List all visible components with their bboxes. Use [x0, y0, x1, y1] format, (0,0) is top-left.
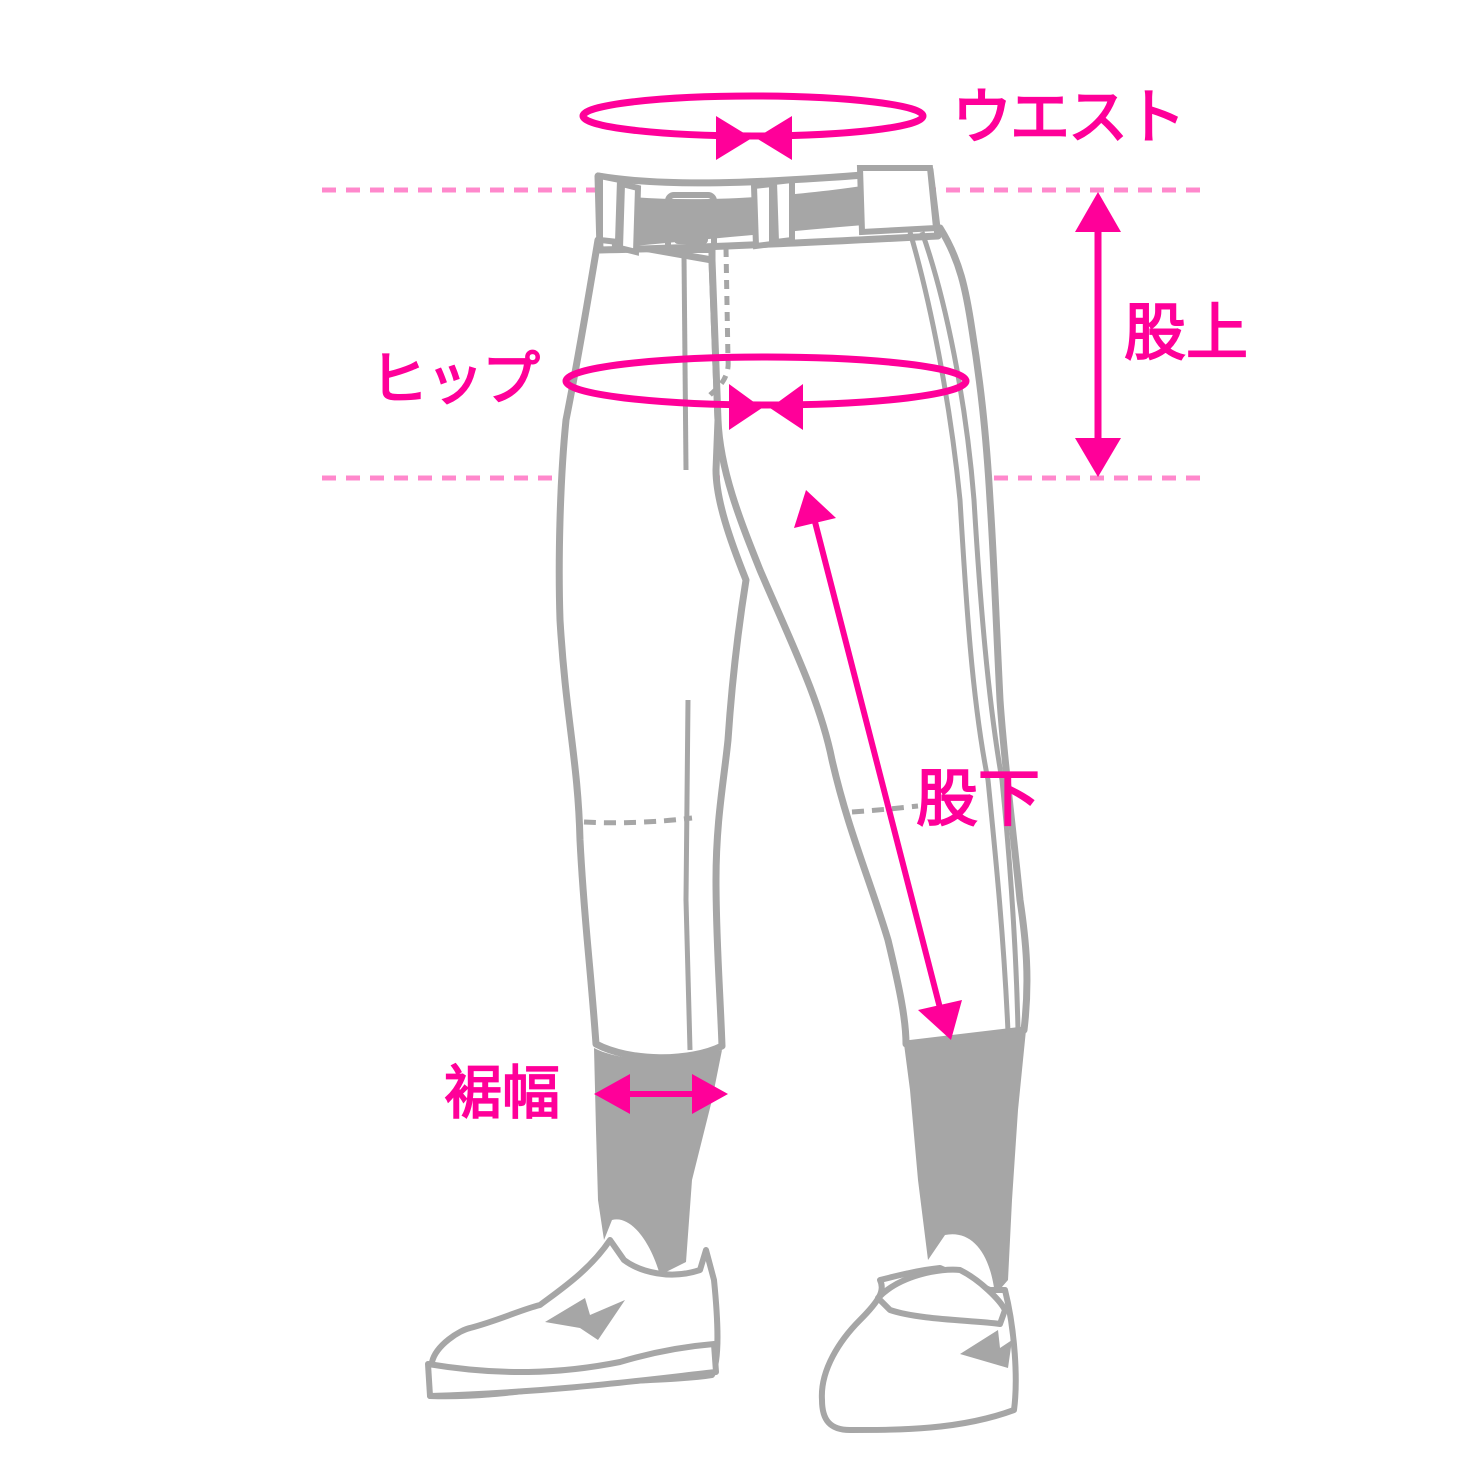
left-shoe: [425, 1237, 721, 1400]
belt-loop-left: [597, 172, 624, 246]
belt-loop-mid: [750, 180, 775, 250]
rise-arrow-down: [1075, 438, 1121, 477]
side-stripe-2: [919, 231, 1021, 1031]
hem-arrow-left: [594, 1074, 630, 1114]
left-shoe-logo: [545, 1298, 625, 1340]
left-inner-line: [683, 699, 693, 1051]
right-shoe-logo: [960, 1330, 1012, 1368]
side-stripe-1: [907, 231, 1011, 1033]
waistband-tab: [856, 165, 940, 236]
hip-ellipse: [562, 353, 970, 409]
left-shoe-sole: [425, 1341, 719, 1399]
measurement-markers: [562, 92, 1121, 1114]
inseam-label: 股下: [916, 762, 1041, 835]
right-sock: [904, 1030, 1026, 1295]
hip-label: ヒップ: [370, 345, 540, 413]
hip-arrow-right: [770, 384, 803, 430]
right-shoe: [818, 1265, 1019, 1433]
belt-buckle-inner: [674, 200, 708, 244]
waist-arrow-left: [716, 116, 752, 160]
pants: [555, 166, 1031, 1062]
hem-arrow-right: [692, 1074, 728, 1114]
belt-buckle: [665, 192, 717, 253]
inseam-arrow-up: [794, 490, 836, 528]
waist-label: ウエスト: [952, 83, 1186, 153]
belt-strap: [610, 186, 864, 248]
left-leg: [555, 236, 750, 1062]
belt-loops: [597, 165, 940, 256]
seams: [583, 231, 1021, 1051]
left-knee-seam: [583, 815, 693, 826]
waist-arrow-right: [756, 116, 792, 160]
belt-loop-mid-2: [770, 176, 795, 246]
hem-width-label: 裾幅: [444, 1059, 561, 1127]
rise-label: 股上: [1124, 296, 1249, 369]
waist-ellipse: [579, 92, 927, 140]
rise-arrow-up: [1075, 192, 1121, 232]
belt: [597, 165, 940, 256]
right-knee-seam: [851, 803, 919, 815]
belt-loop-left-2: [616, 180, 642, 256]
shoes: [425, 1237, 1019, 1433]
fly-line: [681, 254, 689, 471]
hip-arrow-left: [729, 384, 762, 430]
inseam-arrow-down: [918, 1000, 962, 1040]
socks: [594, 1030, 1026, 1295]
right-shoe-strap: [875, 1266, 1008, 1327]
right-leg: [708, 224, 1031, 1048]
inseam-arrow-line: [811, 517, 943, 1009]
